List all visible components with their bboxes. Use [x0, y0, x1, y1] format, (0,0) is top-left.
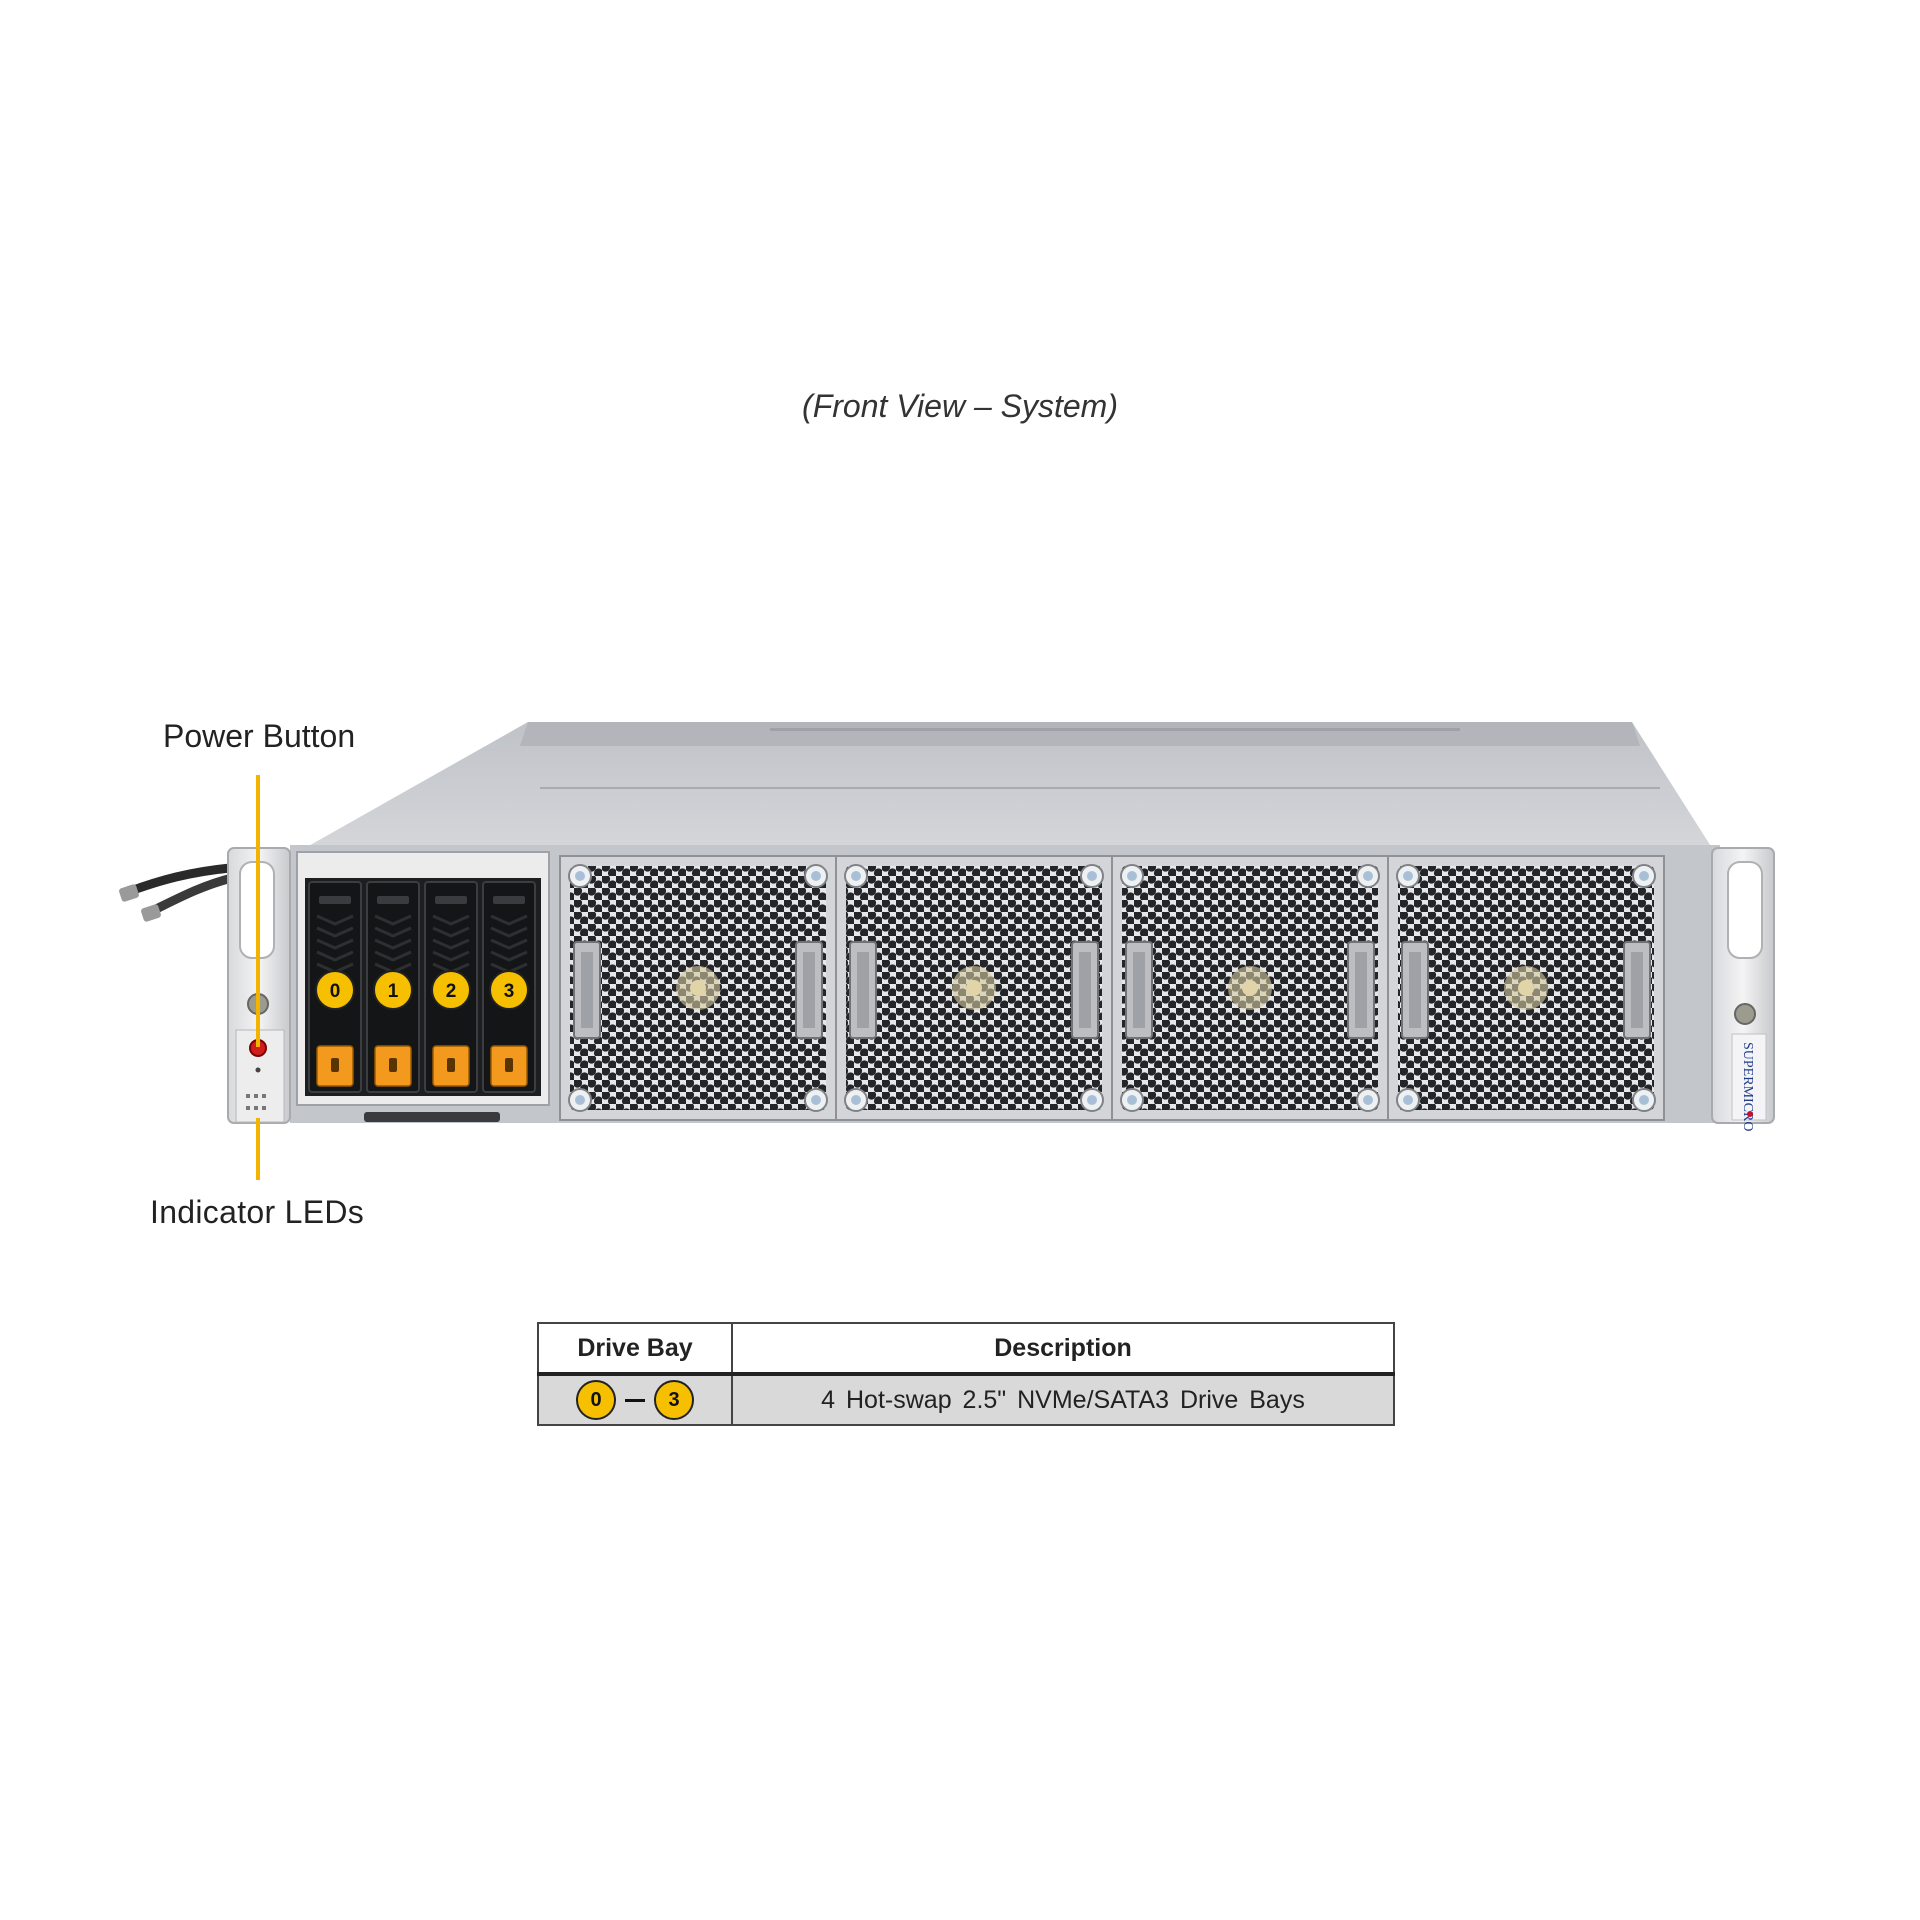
lock-icon: [505, 1058, 513, 1072]
fan-modules: [559, 855, 1665, 1121]
drive-tray-1[interactable]: 1: [366, 881, 420, 1093]
indicator-leds: [246, 1067, 266, 1110]
lock-icon: [447, 1058, 455, 1072]
fan-module-2: [835, 855, 1113, 1121]
table-header-row: Drive Bay Description: [537, 1322, 1395, 1376]
brand-logo: SUPERMICRO: [1740, 1042, 1755, 1131]
drive-bay-number: 1: [388, 981, 399, 1002]
fan-module-1: [559, 855, 837, 1121]
power-button-callout: Power Button: [163, 718, 356, 754]
drive-bay-number: 0: [330, 981, 341, 1002]
lock-icon: [389, 1058, 397, 1072]
drive-bay-badge-3: [489, 970, 529, 1010]
drive-tray-3[interactable]: 3: [482, 881, 536, 1093]
fan-module-3: [1111, 855, 1389, 1121]
lock-icon: [331, 1058, 339, 1072]
drive-bay-number: 2: [446, 981, 457, 1002]
indicator-leds-callout: Indicator LEDs: [150, 1194, 365, 1230]
right-rack-ear: SUPERMICRO: [1711, 847, 1775, 1131]
drive-bay-number: 3: [504, 981, 515, 1002]
drive-bay-badge-2: [431, 970, 471, 1010]
bay-badge-end: 3: [654, 1380, 694, 1420]
indicator-leds-leader-line: [256, 1118, 260, 1180]
bay-badge-start: 0: [576, 1380, 616, 1420]
figure-caption: (Front View – System): [802, 388, 1118, 424]
drive-bay-badge-0: [315, 970, 355, 1010]
fan-module-4: [1387, 855, 1665, 1121]
cable-bundle: [119, 863, 234, 922]
drive-tray-2[interactable]: 2: [424, 881, 478, 1093]
header-description: Description: [731, 1322, 1395, 1376]
drive-tray-0[interactable]: 0: [308, 881, 362, 1093]
range-dash: [625, 1398, 645, 1402]
power-button-leader-line: [256, 775, 260, 1047]
chassis-top: [305, 722, 1712, 848]
header-drive-bay: Drive Bay: [537, 1322, 733, 1376]
drive-bay-badge-1: [373, 970, 413, 1010]
drive-trays: 0 1 2 3: [308, 881, 536, 1093]
drive-bay-description: 4 Hot-swap 2.5" NVMe/SATA3 Drive Bays: [731, 1373, 1395, 1426]
